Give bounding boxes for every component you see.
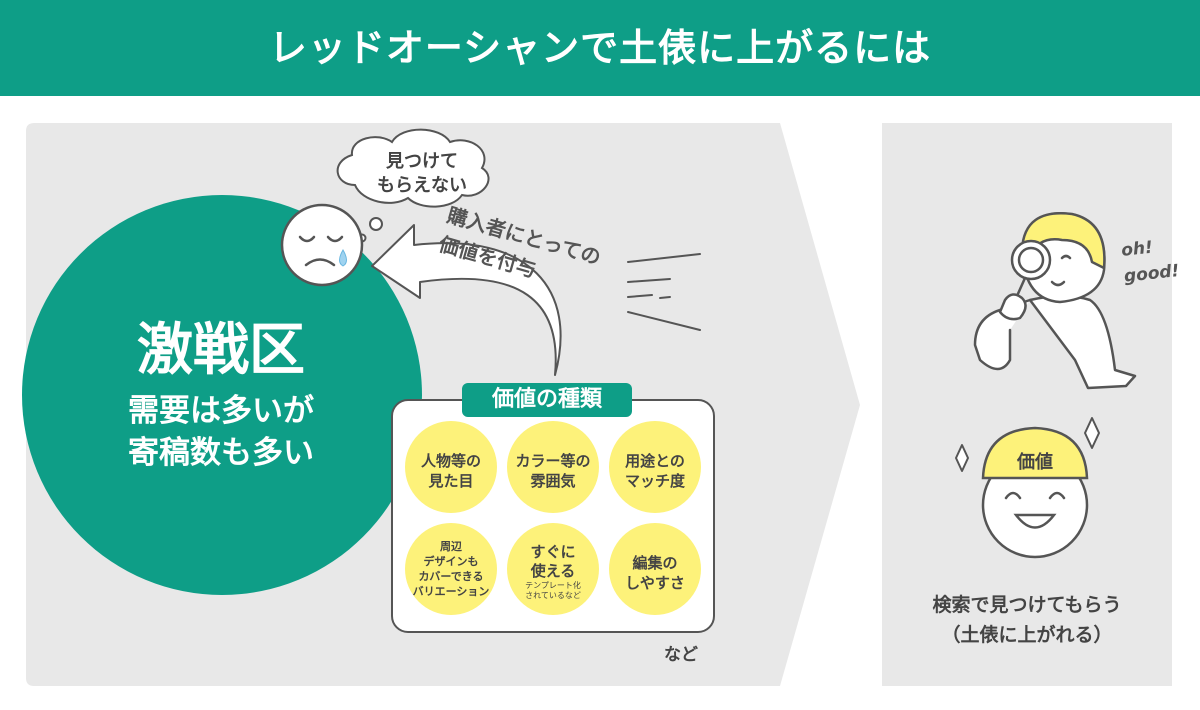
red-ocean-desc-line1: 需要は多いが — [128, 393, 314, 429]
value-item-ready-to-use: すぐに 使える テンプレート化 されているなど — [503, 543, 603, 601]
value-item-5-line2: 使える — [530, 562, 576, 580]
value-item-2-line1: カラー等の — [515, 452, 591, 470]
speed-lines — [627, 253, 701, 331]
red-ocean-desc-line2: 寄稿数も多い — [128, 435, 314, 471]
value-item-5-sub1: テンプレート化 — [525, 581, 581, 590]
value-item-6-line2: しやすさ — [625, 574, 685, 592]
value-item-5-sub2: されているなど — [525, 591, 581, 600]
right-panel — [882, 123, 1172, 686]
header-bar: レッドオーシャンで土俵に上がるには — [0, 0, 1200, 96]
red-ocean-title: 激戦区 — [137, 318, 305, 383]
value-circles — [405, 421, 701, 615]
value-item-5-line1: すぐに — [530, 543, 576, 561]
red-ocean-description: 需要は多いが 寄稿数も多い — [96, 390, 346, 474]
value-item-3-line2: マッチ度 — [624, 472, 685, 490]
person-magnifier-icon — [973, 212, 1137, 390]
value-item-4-line2: デザインも — [423, 555, 479, 568]
curved-arrow — [371, 224, 562, 376]
thought-bubble — [336, 128, 490, 243]
value-item-fit: 用途との マッチ度 — [605, 451, 705, 491]
red-ocean-circle — [22, 195, 422, 595]
value-item-4-line4: バリエーション — [412, 585, 490, 598]
value-item-3-line1: 用途との — [625, 452, 685, 470]
value-item-4-line1: 周辺 — [440, 540, 462, 553]
thought-bubble-line2: もらえない — [377, 175, 467, 196]
value-item-editability: 編集の しやすさ — [605, 553, 705, 593]
sad-face-icon — [280, 203, 364, 287]
value-item-mood: カラー等の 雰囲気 — [503, 451, 603, 491]
sparkle-icons — [955, 417, 1100, 472]
right-caption: 検索で見つけてもらう （土俵に上がれる） — [882, 590, 1172, 650]
value-item-1-line1: 人物等の — [420, 452, 481, 470]
etc-label: など — [664, 645, 698, 665]
thought-bubble-text: 見つけて もらえない — [360, 150, 484, 198]
right-caption-line2: （土俵に上がれる） — [941, 624, 1113, 646]
value-item-4-line3: カバーできる — [418, 570, 484, 583]
right-caption-line1: 検索で見つけてもらう — [932, 594, 1122, 616]
thought-bubble-line1: 見つけて — [386, 151, 458, 172]
value-types-title: 価値の種類 — [491, 387, 602, 412]
page-title: レッドオーシャンで土俵に上がるには — [268, 26, 932, 70]
helmet-label: 価値 — [1017, 452, 1053, 473]
value-item-2-line2: 雰囲気 — [530, 472, 576, 490]
value-item-1-line2: 見た目 — [428, 472, 474, 490]
helmet-face-icon — [981, 426, 1089, 559]
value-types-label-bg — [462, 383, 632, 417]
value-item-6-line1: 編集の — [632, 554, 678, 572]
value-item-appearance: 人物等の 見た目 — [401, 451, 501, 491]
speech-text: oh! good! — [1120, 232, 1181, 290]
value-item-variation: 周辺 デザインも カバーできる バリエーション — [401, 539, 501, 599]
